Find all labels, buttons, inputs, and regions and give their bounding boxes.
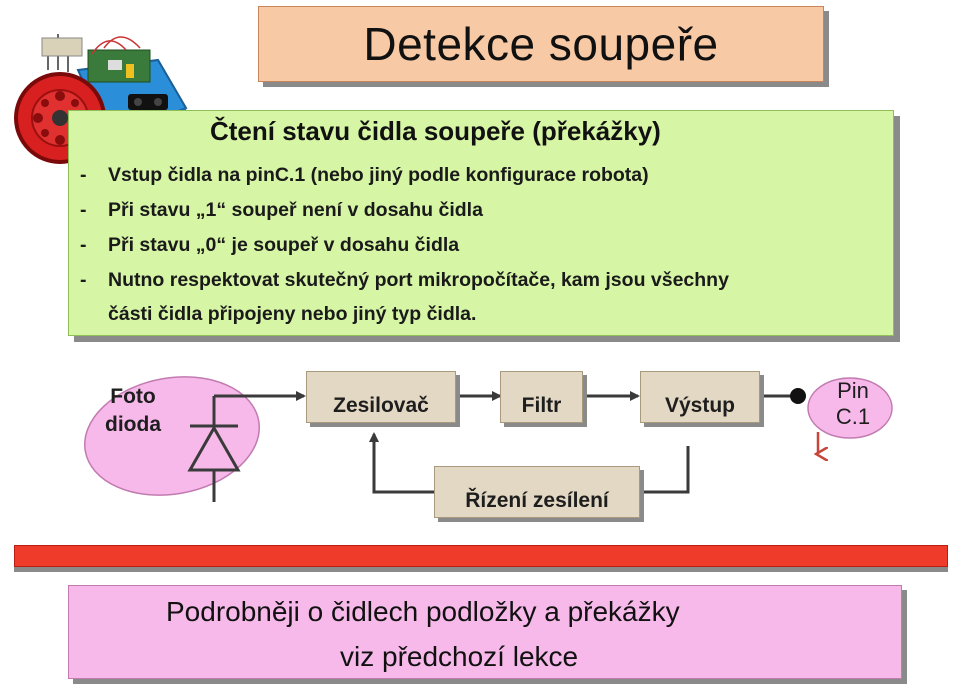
photodiode-icon [187, 396, 241, 502]
footer-note-box [68, 585, 902, 679]
list-item: - Nutno respektovat skutečný port mikrop… [0, 269, 900, 295]
page-title: Detekce soupeře [363, 18, 719, 70]
list-bullet: - [80, 234, 87, 256]
pin-dot [790, 388, 806, 404]
pin-label-line2: C.1 [835, 404, 871, 429]
pin-label-line1: Pin [837, 378, 869, 403]
block-vystup: Výstup [640, 371, 760, 423]
block-zesilovac: Zesilovač [306, 371, 456, 423]
list-item-text: Nutno respektovat skutečný port mikropoč… [108, 269, 729, 291]
block-filtr: Filtr [500, 371, 583, 423]
list-item-text: Při stavu „0“ je soupeř v dosahu čidla [108, 234, 460, 256]
block-zesilovac-label: Zesilovač [333, 394, 429, 417]
block-diagram [84, 376, 893, 502]
list-bullet: - [80, 199, 87, 221]
list-item-text: Při stavu „1“ soupeř není v dosahu čidla [108, 199, 483, 221]
pin-label: Pin C.1 [826, 378, 880, 430]
footer-line2: viz předchozí lekce [340, 641, 579, 672]
info-panel [68, 110, 894, 336]
list-bullet: - [80, 269, 87, 291]
block-rizeni-label: Řízení zesílení [465, 489, 609, 512]
list-bullet: - [80, 164, 87, 186]
list-item: části čidla připojeny nebo jiný typ čidl… [0, 303, 900, 329]
red-separator-bar [14, 545, 948, 567]
list-item-text: Vstup čidla na pinC.1 (nebo jiný podle k… [108, 164, 649, 186]
list-item: - Při stavu „1“ soupeř není v dosahu čid… [0, 199, 900, 225]
list-item: - Při stavu „0“ je soupeř v dosahu čidla [0, 234, 900, 260]
footer-line1: Podrobněji o čidlech podložky a překážky [166, 596, 680, 627]
block-vystup-label: Výstup [664, 394, 735, 417]
info-heading: Čtení stavu čidla soupeře (překážky) [210, 116, 661, 146]
photodiode-label-line1: Foto [110, 385, 156, 408]
photodiode-ellipse [84, 376, 260, 496]
block-rizeni-zesileni: Řízení zesílení [434, 466, 640, 518]
photodiode-label-line2: dioda [105, 413, 161, 436]
title-banner: Detekce soupeře [258, 6, 824, 82]
photodiode-label: Foto dioda [100, 383, 166, 439]
block-filtr-label: Filtr [521, 394, 562, 417]
pin-ellipse [807, 377, 893, 439]
list-item-text: části čidla připojeny nebo jiný typ čidl… [108, 303, 477, 325]
list-item: - Vstup čidla na pinC.1 (nebo jiný podle… [0, 164, 900, 190]
